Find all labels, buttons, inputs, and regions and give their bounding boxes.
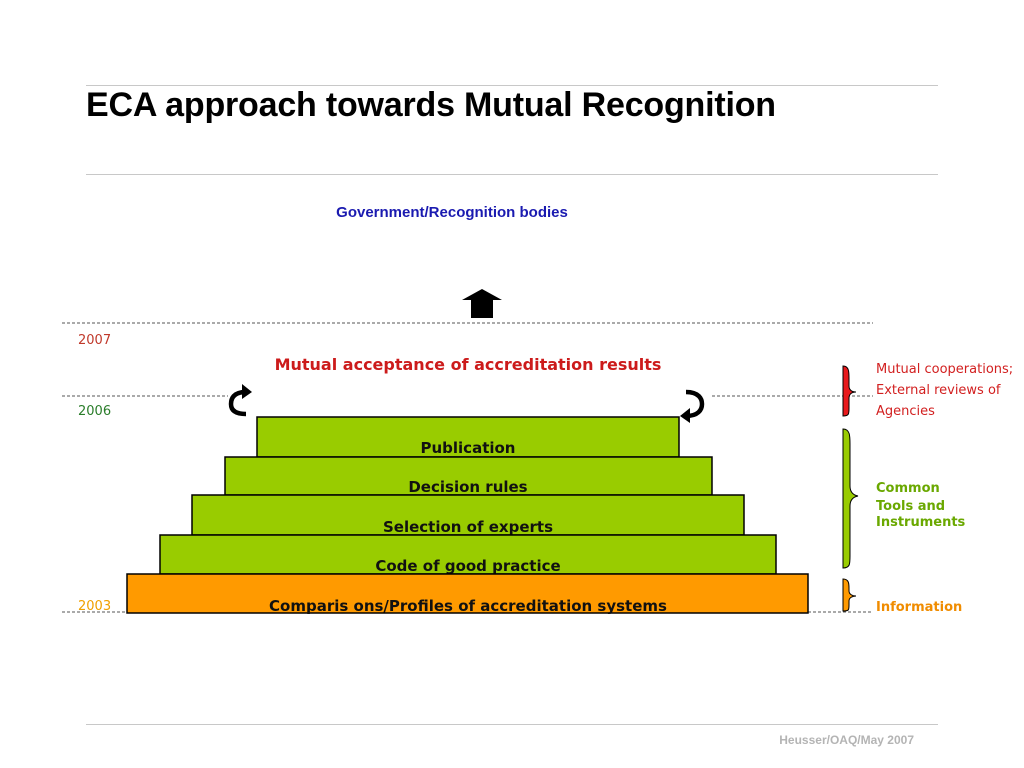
bracket-mutual-icon [842, 365, 857, 417]
side-line: Information [876, 600, 962, 615]
side-line: Mutual cooperations; [876, 362, 1013, 377]
title-divider [86, 174, 938, 175]
step-label: Decision rules [408, 478, 527, 496]
year-2007-label: 2007 [78, 333, 111, 348]
year-2003-label: 2003 [78, 599, 111, 614]
step-comparisons-profiles: Comparis ons/Profiles of accreditation s… [126, 573, 809, 615]
up-arrow-icon [462, 289, 502, 318]
mutual-acceptance-headline: Mutual acceptance of accreditation resul… [275, 355, 662, 374]
top-caption: Government/Recognition bodies [336, 204, 568, 221]
step-label: Publication [420, 439, 515, 457]
step-label: Code of good practice [375, 557, 560, 575]
side-line: Tools and [876, 499, 945, 514]
curved-arrow-left-icon [228, 384, 252, 417]
step-selection-of-experts: Selection of experts [191, 494, 745, 536]
step-publication: Publication [256, 416, 680, 458]
side-line: Agencies [876, 404, 935, 419]
year-2006-label: 2006 [78, 404, 111, 419]
side-label-mutual: Mutual cooperations; External reviews of… [876, 362, 1013, 419]
side-label-common: Common Tools and Instruments [876, 481, 966, 530]
side-line: External reviews of [876, 383, 1001, 398]
top-divider [86, 85, 938, 86]
bracket-information-icon [842, 578, 857, 612]
footer-credit: Heusser/OAQ/May 2007 [779, 733, 914, 747]
step-label: Comparis ons/Profiles of accreditation s… [269, 597, 667, 615]
pyramid-steps: Publication Decision rules Selection of … [126, 416, 809, 615]
curved-arrow-right-icon [680, 389, 705, 423]
step-decision-rules: Decision rules [224, 456, 713, 496]
side-label-information: Information [876, 600, 962, 615]
side-line: Common [876, 481, 940, 496]
side-line: Instruments [876, 515, 966, 530]
footer-divider [86, 724, 938, 725]
bracket-common-icon [842, 428, 859, 569]
step-code-of-good-practice: Code of good practice [159, 534, 777, 575]
slide-title: ECA approach towards Mutual Recognition [86, 86, 776, 124]
step-label: Selection of experts [383, 518, 553, 536]
